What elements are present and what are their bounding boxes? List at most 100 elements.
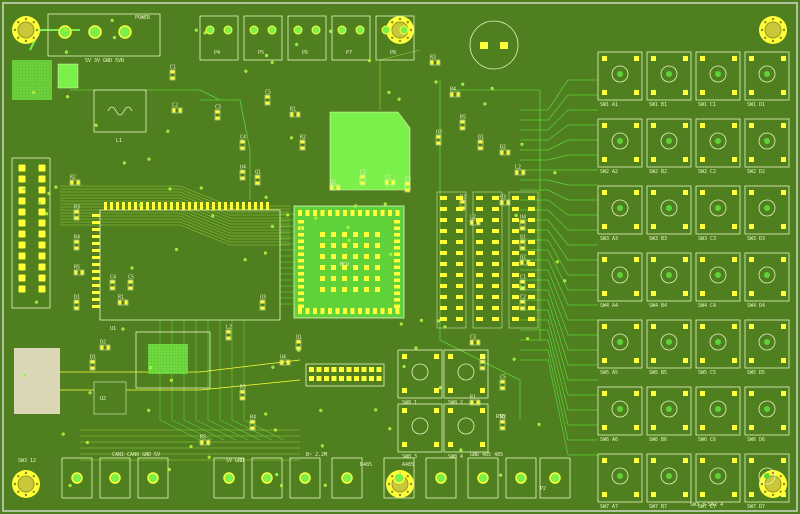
via [406, 490, 409, 493]
via [243, 258, 247, 262]
ref-designator: U3 [436, 130, 442, 136]
switch-label: SW5 D5 [747, 370, 765, 376]
mounting-hole-drill [764, 21, 782, 39]
mcu-thermal-via [342, 232, 347, 237]
driver-pin [492, 240, 499, 244]
mcu-pin [343, 210, 347, 216]
driver-pin [512, 317, 519, 321]
mcu-thermal-via [320, 265, 325, 270]
via [760, 28, 764, 32]
switch-outline [744, 118, 790, 168]
via [555, 260, 559, 264]
power-label: POWER [135, 15, 151, 21]
switch-label: SW6 C6 [698, 437, 716, 443]
switch-center [715, 473, 721, 479]
driver-pin [440, 207, 447, 211]
smd-outline [171, 107, 183, 114]
via [13, 482, 17, 486]
switch-pad [602, 492, 607, 497]
smd-pad [336, 185, 340, 190]
switch-pad [683, 425, 688, 430]
switch-label: SW8 3 [402, 454, 417, 460]
smd-outline [73, 269, 85, 276]
switch-pad [651, 425, 656, 430]
driver-pin [528, 218, 535, 222]
smd-pad [265, 101, 270, 105]
terminal-pad [71, 472, 83, 484]
ref-designator: R3 [74, 205, 80, 211]
driver-pin [476, 240, 483, 244]
switch-actuator [411, 363, 429, 381]
via [414, 346, 418, 350]
ic-pin [110, 202, 113, 210]
switch-outline [397, 349, 443, 399]
trace [520, 179, 598, 186]
driver-pin [456, 273, 463, 277]
terminal-block [99, 457, 131, 499]
smd-pad [74, 270, 78, 275]
smd-outline [477, 139, 484, 151]
smd-pad [330, 185, 334, 190]
terminal-label: P8 [390, 50, 396, 56]
ic-pin [260, 202, 263, 210]
driver-pin [492, 262, 499, 266]
switch-pad [651, 324, 656, 329]
relay-outline [135, 331, 211, 389]
terminal-pad [293, 25, 303, 35]
terminal-pad [549, 472, 561, 484]
switch-center [666, 272, 672, 278]
ic-u2 [93, 381, 127, 415]
mcu-pin [313, 308, 317, 314]
smd-pad [215, 110, 220, 114]
switch-pad [732, 391, 737, 396]
via [438, 386, 442, 390]
mcu-pin [298, 233, 304, 237]
switch-pad [700, 157, 705, 162]
smd-pad [520, 220, 525, 224]
smd-outline [89, 359, 96, 371]
via [279, 483, 284, 488]
bottom-silk-labels: CAN1 CAN0 GND 5V 5V GND B~ 2.2M B485 A48… [18, 414, 546, 492]
switch-label: SW6 B6 [649, 437, 667, 443]
via [436, 319, 441, 323]
mcu-pin [373, 308, 377, 314]
via [199, 186, 203, 190]
ref-designator: C2 [520, 295, 526, 301]
mcu-pin [394, 298, 400, 302]
power-section: POWER 5V 3V GND 5VD L1 [12, 13, 161, 144]
switch-center [715, 406, 721, 412]
terminal-block [331, 15, 371, 61]
ref-designator: D1 [90, 355, 96, 361]
terminal-pad [261, 472, 273, 484]
smd-pad [500, 386, 505, 390]
terminal-pad [341, 472, 353, 484]
via [391, 36, 394, 39]
buzzer-pad [500, 42, 508, 49]
driver-pin [456, 218, 463, 222]
via [32, 475, 35, 478]
smd-outline [169, 69, 176, 81]
b485-label: B485 [360, 462, 372, 468]
header-pin [361, 376, 367, 381]
switch-label: SW8 2 [448, 400, 463, 406]
switch-actuator [457, 363, 475, 381]
switch-pad [732, 224, 737, 229]
trace [207, 320, 249, 441]
driver-pin [456, 306, 463, 310]
switch-pad [700, 391, 705, 396]
mcu-thermal-via [375, 265, 380, 270]
switch-pad [749, 90, 754, 95]
switch-pad [700, 291, 705, 296]
switch-pad [781, 492, 786, 497]
switch-pad [651, 224, 656, 229]
sensor-connector-label: 5V GND [226, 458, 244, 464]
header-pin [38, 208, 46, 216]
driver-pin [476, 196, 483, 200]
driver-pin [456, 229, 463, 233]
ic-pin [206, 202, 209, 210]
mcu-thermal-via [331, 287, 336, 292]
ref-designator: R2 [70, 175, 76, 181]
via [24, 493, 28, 497]
switch-pad [683, 190, 688, 195]
